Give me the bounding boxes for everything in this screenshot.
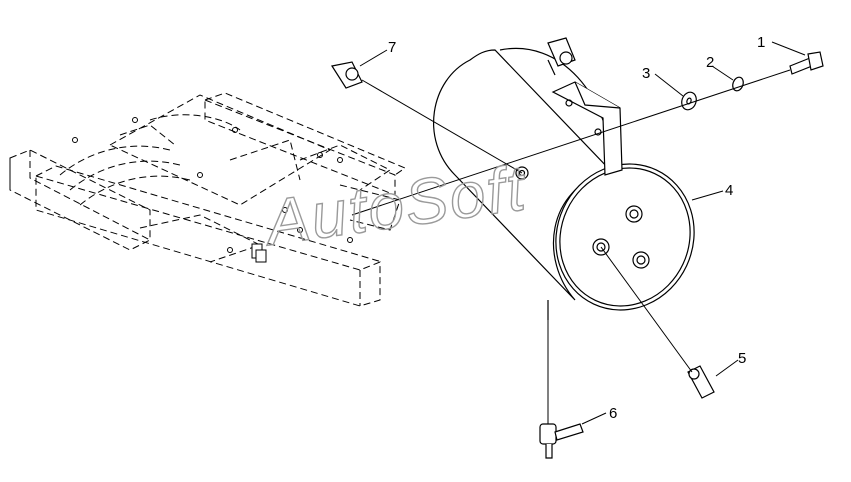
frame-holes xyxy=(72,117,353,253)
callout-6: 6 xyxy=(609,405,617,422)
port-bottom xyxy=(632,251,650,269)
washer-3 xyxy=(681,91,697,111)
callout-1: 1 xyxy=(757,34,765,51)
tank-strap xyxy=(547,59,556,320)
fitting-5 xyxy=(687,365,715,399)
watermark: AutoSoft xyxy=(258,151,531,259)
nut-2 xyxy=(732,76,744,92)
callout-7: 7 xyxy=(388,39,396,56)
callout-5: 5 xyxy=(738,350,746,367)
callout-4: 4 xyxy=(725,182,733,199)
check-valve-7 xyxy=(331,61,363,89)
frame-clip xyxy=(251,243,267,263)
drain-valve-6 xyxy=(539,423,584,459)
elbow-fitting-top xyxy=(547,37,576,67)
tank-mounting-bracket xyxy=(551,81,623,176)
vehicle-frame xyxy=(9,92,407,307)
assembly-lines xyxy=(351,69,791,424)
bolt-1 xyxy=(789,51,824,75)
callout-2: 2 xyxy=(706,54,714,71)
callout-3: 3 xyxy=(642,65,650,82)
leader-lines xyxy=(359,41,806,425)
port-top xyxy=(625,205,643,223)
